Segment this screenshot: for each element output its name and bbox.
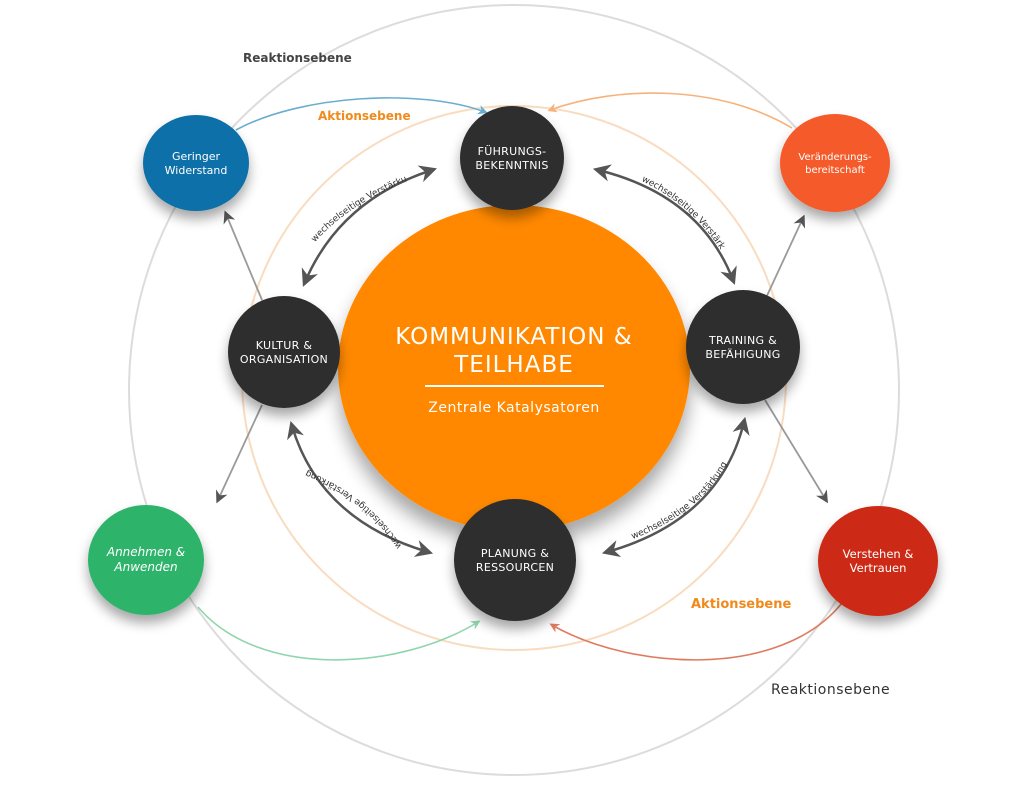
node-training-line1: TRAINING & xyxy=(708,334,777,347)
node-verstehen: Verstehen & Vertrauen xyxy=(818,506,938,616)
aktionsebene-top-label: Aktionsebene xyxy=(318,109,411,123)
node-verstehen-line1: Verstehen & xyxy=(843,547,914,561)
node-planung: PLANUNG & RESSOURCEN xyxy=(454,499,576,621)
arrow-widerstand-to-fuehrung xyxy=(235,97,488,131)
node-verstehen-line2: Vertrauen xyxy=(850,561,907,575)
node-training: TRAINING & BEFÄHIGUNG xyxy=(686,290,800,404)
node-fuehrung: FÜHRUNGS- BEKENNTNIS xyxy=(460,106,564,210)
arrow-kultur-to-annehmen xyxy=(215,404,263,504)
node-widerstand: Geringer Widerstand xyxy=(143,115,249,211)
node-widerstand-line2: Widerstand xyxy=(165,164,228,177)
node-kultur: KULTUR & ORGANISATION xyxy=(228,296,340,408)
node-widerstand-line1: Geringer xyxy=(172,150,221,163)
node-fuehrung-line2: BEKENNTNIS xyxy=(475,159,548,172)
node-annehmen: Annehmen & Anwenden xyxy=(88,505,204,615)
double-arrow-bottom-left xyxy=(287,420,434,557)
reaktionsebene-top-label: Reaktionsebene xyxy=(243,51,352,65)
arrow-training-to-verstehen xyxy=(764,399,828,504)
node-fuehrung-line1: FÜHRUNGS- xyxy=(478,145,547,158)
node-annehmen-line2: Anwenden xyxy=(113,560,177,574)
reaktionsebene-bottom-label: Reaktionsebene xyxy=(771,682,890,698)
node-veraenderung-line1: Veränderungs- xyxy=(798,152,872,163)
node-kultur-line2: ORGANISATION xyxy=(240,353,328,366)
node-training-line2: BEFÄHIGUNG xyxy=(705,348,780,361)
node-annehmen-line1: Annehmen & xyxy=(106,545,185,559)
center-title-line2: TEILHABE xyxy=(453,352,574,378)
arrow-veraenderung-to-fuehrung xyxy=(547,92,793,129)
double-arrow-top-right xyxy=(592,164,737,285)
arrow-annehmen-to-planung xyxy=(197,606,481,661)
double-arrow-bottom-right xyxy=(601,416,750,558)
arrow-training-to-veraenderung xyxy=(764,214,806,301)
node-veraenderung: Veränderungs- bereitschaft xyxy=(780,114,890,212)
node-planung-line2: RESSOURCEN xyxy=(476,561,554,574)
arrow-kultur-to-widerstand xyxy=(223,210,263,301)
node-planung-line1: PLANUNG & xyxy=(481,547,549,560)
center-circle xyxy=(338,205,690,531)
center-title-line1: KOMMUNIKATION & xyxy=(395,324,632,350)
node-veraenderung-line2: bereitschaft xyxy=(805,165,865,176)
center-subtitle: Zentrale Katalysatoren xyxy=(428,400,599,416)
double-arrow-top-left xyxy=(301,165,437,287)
node-kultur-line1: KULTUR & xyxy=(256,339,313,352)
reaktion-ring xyxy=(128,4,900,776)
arrow-verstehen-to-planung xyxy=(549,602,843,661)
aktionsebene-bottom-label: Aktionsebene xyxy=(691,597,791,612)
center-node: KOMMUNIKATION & TEILHABE Zentrale Kataly… xyxy=(338,205,690,531)
